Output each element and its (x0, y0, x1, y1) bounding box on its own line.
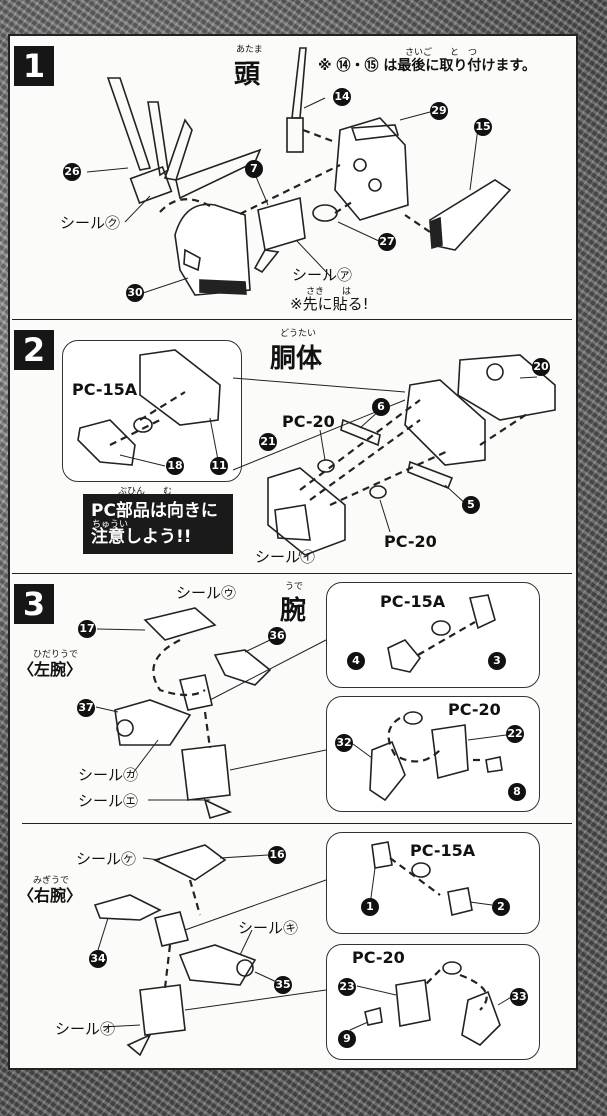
part-number: 35 (274, 976, 292, 994)
part-number: 5 (462, 496, 480, 514)
step-number: 3 (14, 584, 54, 624)
seal-label: シール㋓ (78, 792, 139, 810)
label-ruby: ひだりうで (33, 650, 79, 660)
part-number: 16 (268, 846, 286, 864)
part-number: 4 (347, 652, 365, 670)
seal-label: シール㋐ (292, 266, 353, 284)
step-number: 2 (14, 330, 54, 370)
pc-part-label: PC-20 (352, 948, 405, 967)
part-number: 7 (245, 160, 263, 178)
part-number: 32 (335, 734, 353, 752)
section-divider (12, 573, 572, 574)
part-number: 1 (361, 898, 379, 916)
note-ruby: ぶひん む (118, 487, 173, 497)
part-number: 26 (63, 163, 81, 181)
pc-part-label: PC-20 (282, 412, 335, 431)
part-number: 6 (372, 398, 390, 416)
part-number: 20 (532, 358, 550, 376)
pc-part-label: PC-15A (380, 592, 446, 611)
note-ruby: さいご と つ (405, 48, 478, 58)
pc-part-label: PC-15A (72, 380, 138, 399)
step-title: 胴体 (270, 344, 323, 374)
part-number: 14 (333, 88, 351, 106)
pc-part-label: PC-20 (448, 700, 501, 719)
pc-orientation-warning: PC部品は向きに 注意しよう!! (83, 494, 233, 554)
part-number: 29 (430, 102, 448, 120)
right-arm-label: 〈右腕〉 (18, 886, 83, 905)
pre-apply-note: ※先に貼る! (290, 295, 369, 313)
part-number: 34 (89, 950, 107, 968)
part-number: 2 (492, 898, 510, 916)
part-number: 27 (378, 233, 396, 251)
attach-last-note: ※ ⑭・⑮ は最後に取り付けます。 (318, 58, 536, 74)
seal-label: シール㋗ (60, 214, 121, 232)
warning-line-1: PC部品は向きに (91, 501, 218, 521)
part-number: 11 (210, 457, 228, 475)
detail-inset (326, 582, 540, 688)
part-number: 3 (488, 652, 506, 670)
note-ruby: ちゅうい (92, 520, 129, 530)
part-number: 36 (268, 627, 286, 645)
pc-part-label: PC-20 (384, 532, 437, 551)
part-number: 17 (78, 620, 96, 638)
note-ruby: さき は (306, 287, 352, 297)
title-ruby: あたま (236, 45, 263, 55)
part-number: 8 (508, 783, 526, 801)
warning-line-2: 注意しよう!! (91, 527, 192, 547)
detail-inset (326, 832, 540, 934)
part-number: 21 (259, 433, 277, 451)
step-number: 1 (14, 46, 54, 86)
step-title: 頭 (234, 60, 261, 90)
seal-label: シール㋖ (238, 919, 299, 937)
seal-label: シール㋒ (176, 584, 237, 602)
title-ruby: どうたい (280, 329, 317, 339)
detail-inset (326, 696, 540, 812)
seal-label: シール㋔ (55, 1020, 116, 1038)
title-ruby: うで (285, 582, 304, 592)
seal-label: シール㋘ (76, 850, 137, 868)
part-number: 22 (506, 725, 524, 743)
seal-label: シール㋕ (78, 766, 139, 784)
detail-inset (326, 944, 540, 1060)
label-ruby: みぎうで (33, 876, 70, 886)
part-number: 30 (126, 284, 144, 302)
part-number: 23 (338, 978, 356, 996)
section-divider (12, 319, 572, 320)
part-number: 33 (510, 988, 528, 1006)
section-divider (22, 823, 572, 824)
part-number: 18 (166, 457, 184, 475)
part-number: 9 (338, 1030, 356, 1048)
seal-label: シール㋑ (255, 548, 316, 566)
step-title: 腕 (280, 596, 307, 626)
part-number: 37 (77, 699, 95, 717)
left-arm-label: 〈左腕〉 (18, 660, 83, 679)
part-number: 15 (474, 118, 492, 136)
pc-part-label: PC-15A (410, 841, 476, 860)
